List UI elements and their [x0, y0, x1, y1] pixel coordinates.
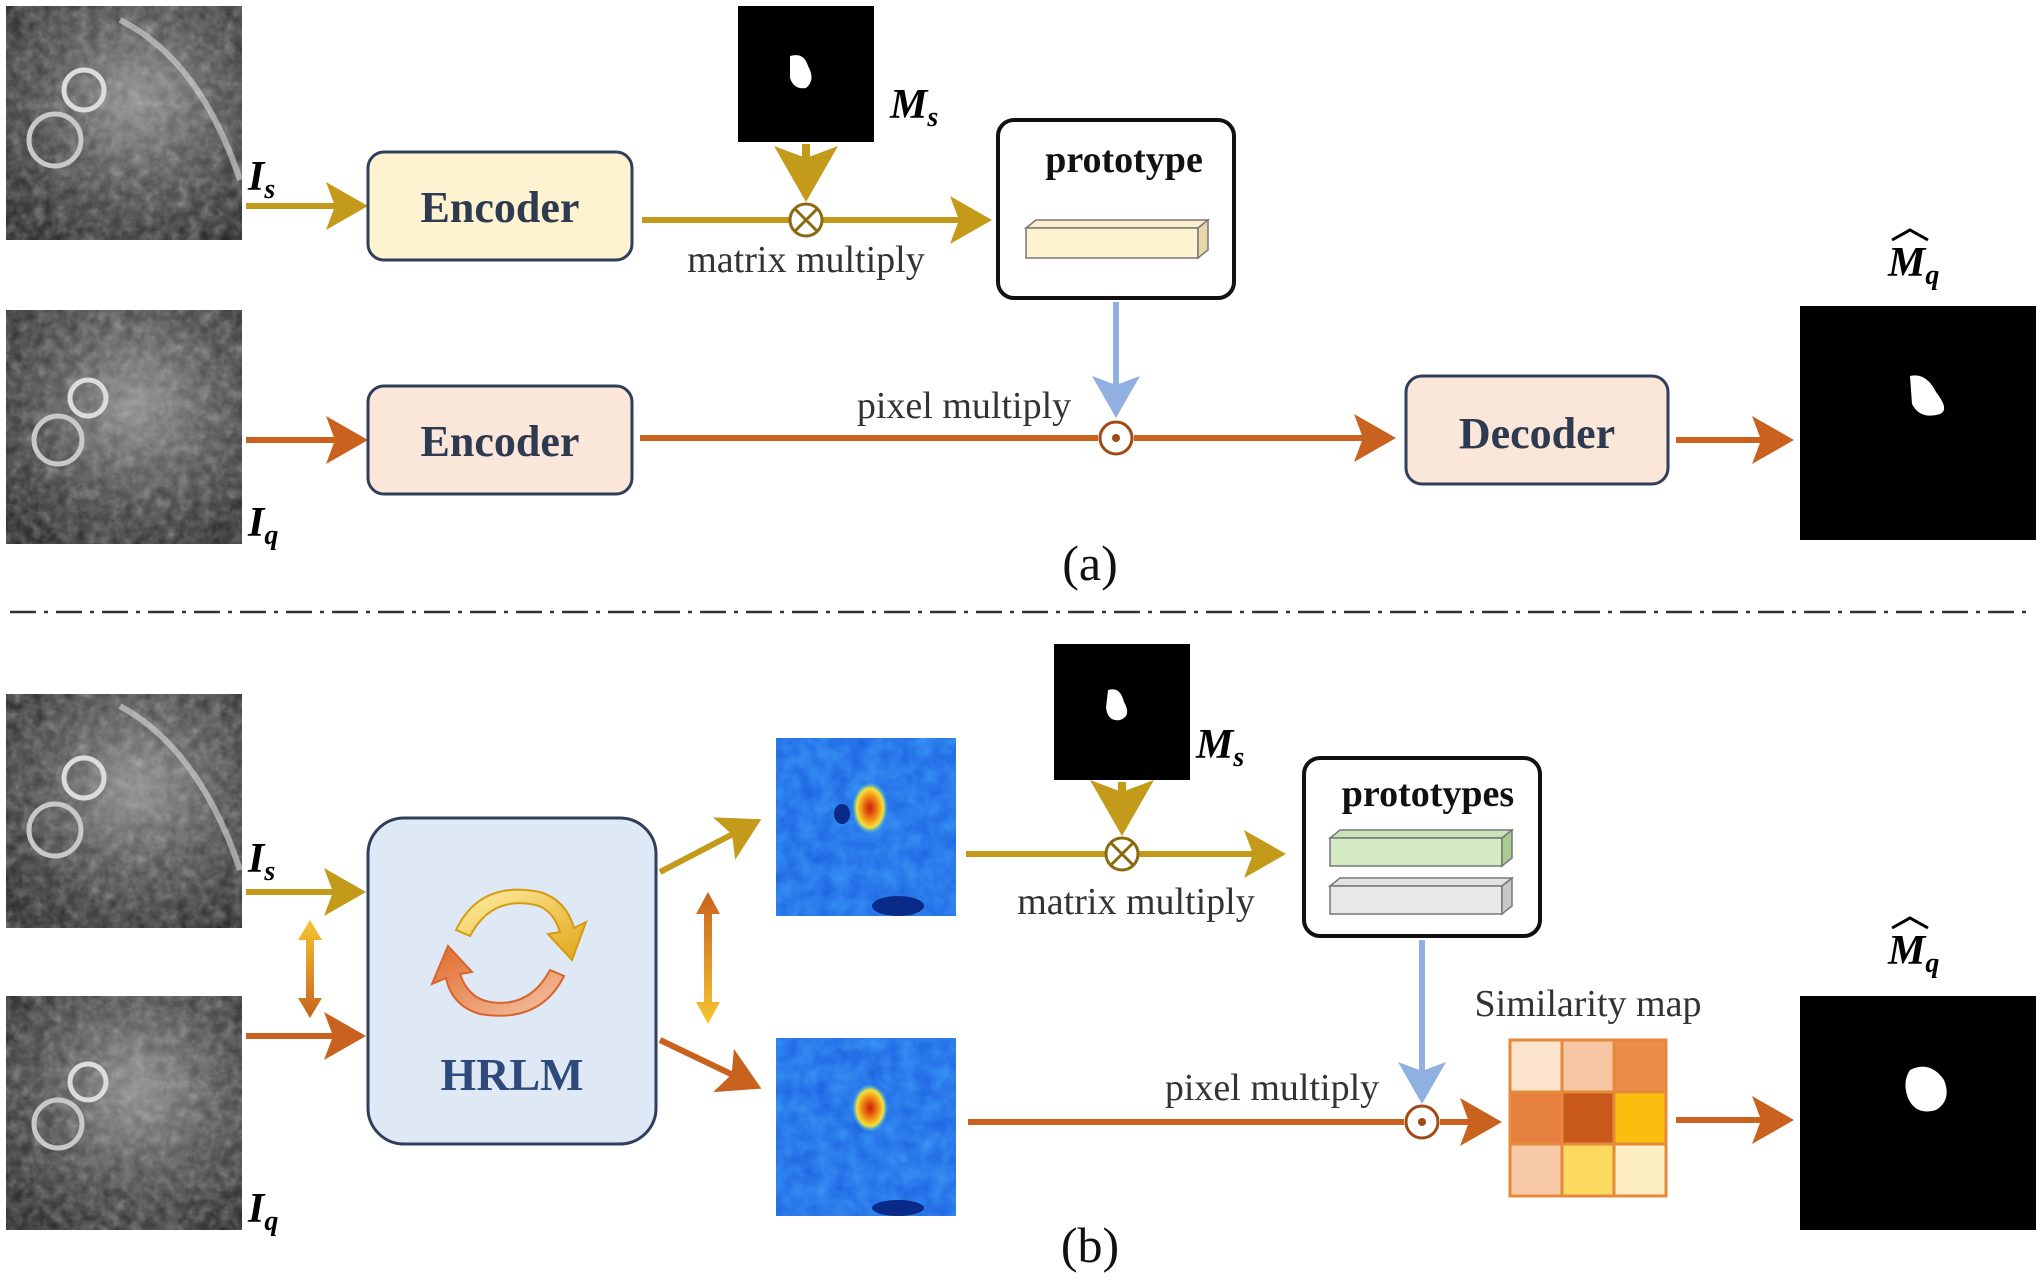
- similarity-cell: [1508, 1038, 1564, 1094]
- encoder-support-box: [366, 150, 634, 262]
- similarity-map-grid: [1508, 1038, 1668, 1198]
- prototype-vector-background: [1327, 876, 1515, 916]
- similarity-cell: [1508, 1090, 1564, 1146]
- arrow-hrlm-to-support-feature: [658, 817, 762, 875]
- output-hat-a: [1891, 228, 1929, 242]
- query-image-a: [6, 310, 242, 544]
- prototype-vector-foreground: [1327, 828, 1515, 868]
- encoder-support-label: Encoder: [421, 183, 580, 232]
- output-mask-a: [1800, 306, 2036, 540]
- decoder-label: Decoder: [1459, 409, 1615, 458]
- matrix-multiply-operator-a: [788, 202, 824, 238]
- similarity-cell: [1560, 1038, 1616, 1094]
- interaction-arrow-features: [696, 892, 720, 1024]
- output-label-b: Mq: [1887, 928, 1939, 979]
- arrow-hrlm-to-query-feature: [658, 1037, 762, 1093]
- pixel-multiply-operator-b: [1404, 1104, 1440, 1140]
- query-image-b: [6, 996, 242, 1230]
- matrix-multiply-label-a: matrix multiply: [687, 239, 924, 281]
- pixel-multiply-label-a: pixel multiply: [857, 385, 1071, 427]
- encoder-query-label: Encoder: [421, 417, 580, 466]
- support-image-b: [6, 694, 243, 928]
- panel-a: Is Iq Encoder Encoder Ms: [6, 6, 2036, 591]
- encoder-query-box: [366, 384, 634, 496]
- output-mask-b: [1800, 996, 2036, 1230]
- decoder-box: [1404, 374, 1670, 486]
- similarity-cell: [1508, 1142, 1564, 1198]
- prototypes-label: prototypes: [1342, 773, 1514, 815]
- pixel-multiply-label-b: pixel multiply: [1165, 1067, 1379, 1109]
- hrlm-label: HRLM: [440, 1049, 583, 1100]
- support-image-a: [6, 6, 243, 240]
- caption-b: (b): [1061, 1217, 1119, 1273]
- output-hat-b: [1891, 916, 1929, 930]
- interaction-arrow-images: [298, 920, 322, 1018]
- similarity-cell: [1612, 1142, 1668, 1198]
- similarity-map-label: Similarity map: [1475, 983, 1702, 1025]
- output-label-a: Mq: [1887, 240, 1939, 291]
- caption-a: (a): [1062, 535, 1118, 591]
- mask-image-b: [1054, 644, 1190, 780]
- support-feature-map: [776, 738, 956, 916]
- mask-image-a: [738, 6, 874, 142]
- cycle-icon: [430, 888, 588, 1017]
- prototype-label: prototype: [1045, 139, 1203, 181]
- similarity-cell: [1612, 1090, 1668, 1146]
- panel-b: Is Iq HRLM: [6, 644, 2036, 1273]
- mask-label-b: Ms: [1195, 722, 1244, 773]
- matrix-multiply-operator-b: [1104, 836, 1140, 872]
- similarity-cell: [1560, 1142, 1616, 1198]
- query-image-label-b: Iq: [247, 1186, 278, 1237]
- query-image-label-a: Iq: [247, 500, 278, 551]
- pixel-multiply-operator-a: [1098, 420, 1134, 456]
- mask-label-a: Ms: [889, 82, 938, 133]
- similarity-cell: [1612, 1038, 1668, 1094]
- support-image-label-a: Is: [247, 154, 275, 205]
- query-feature-map: [776, 1038, 956, 1216]
- support-image-label-b: Is: [247, 836, 275, 887]
- hrlm-box: [366, 816, 658, 1146]
- matrix-multiply-label-b: matrix multiply: [1017, 881, 1254, 923]
- similarity-cell: [1560, 1090, 1616, 1146]
- prototype-vector: [1023, 218, 1211, 260]
